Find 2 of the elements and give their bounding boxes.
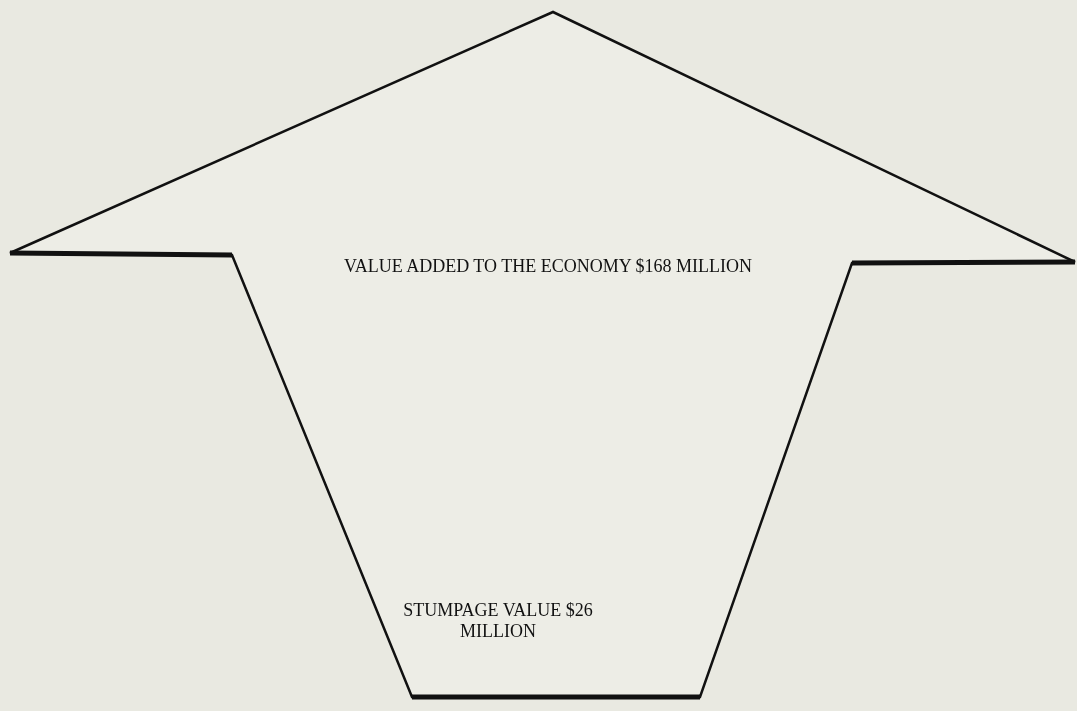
shape-label: VALUE ADDED TO THE ECONOMY $168 MILLION <box>343 256 753 277</box>
shape-label: STUMPAGE VALUE $26 MILLION <box>402 600 594 642</box>
